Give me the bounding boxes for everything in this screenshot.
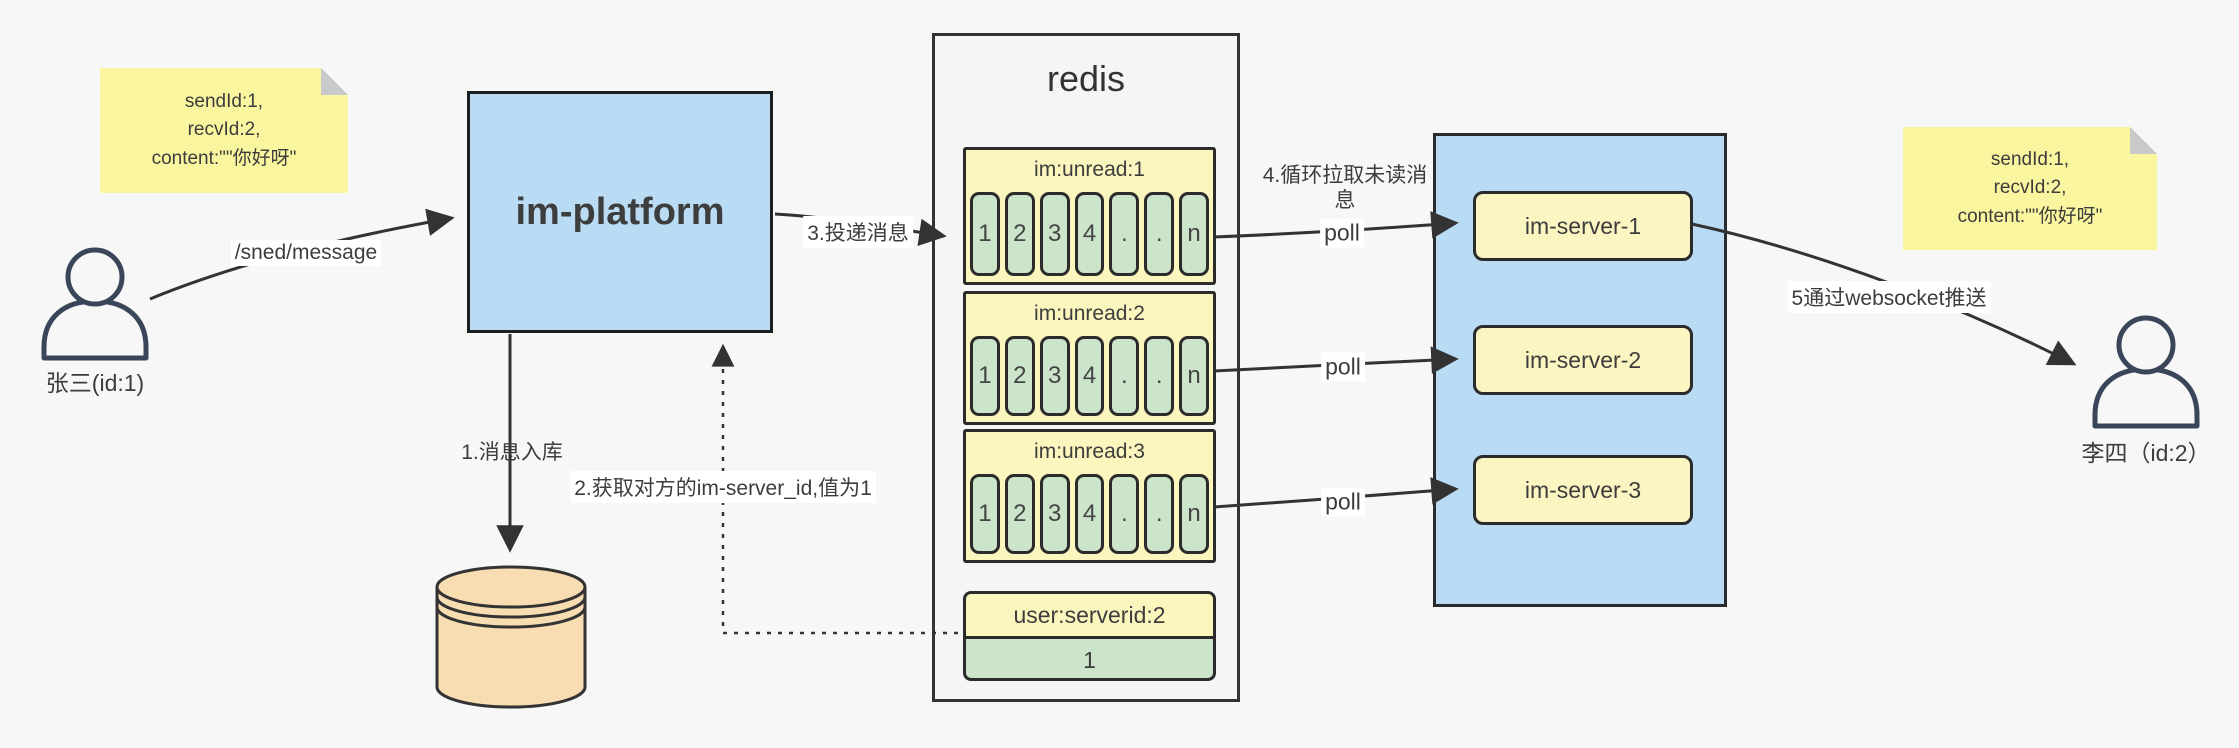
poll-label-2: poll (1321, 352, 1365, 382)
step5-label: 5通过websocket推送 (1787, 281, 1991, 313)
user-serverid-mapping: user:serverid:2 1 (963, 591, 1216, 681)
mapping-key: user:serverid:2 (966, 594, 1213, 639)
redis-title: redis (1046, 58, 1126, 99)
queue-cell: 3 (1039, 336, 1070, 416)
folded-corner-icon (321, 68, 348, 95)
note-line: sendId:1, (1990, 148, 2070, 170)
queue-cell: . (1109, 192, 1140, 276)
im-platform-box: im-platform (467, 91, 773, 333)
receiver-label: 李四（id:2） (2081, 440, 2211, 466)
queue-cell: 3 (1039, 192, 1070, 276)
queue-cell: . (1144, 192, 1175, 276)
queue-cell: n (1179, 192, 1210, 276)
poll-label-1: poll (1320, 218, 1364, 248)
queue-cell: 4 (1074, 192, 1105, 276)
sender-label: 张三(id:1) (45, 370, 145, 396)
note-line: content:""你好呀" (151, 147, 297, 169)
queue-header: im:unread:2 (1034, 302, 1145, 325)
queue-cell: 4 (1074, 336, 1105, 416)
user-icon (2092, 315, 2200, 429)
step1-label: 1.消息入库 (461, 441, 563, 464)
mapping-value: 1 (1083, 646, 1096, 673)
queue-cell: 2 (1004, 336, 1035, 416)
queue-cell: n (1179, 336, 1210, 416)
im-platform-label: im-platform (515, 190, 725, 233)
unread-queue-2: im:unread:2 1 2 3 4 . . n (963, 291, 1216, 425)
queue-cell: 2 (1004, 192, 1035, 276)
queue-header: im:unread:1 (1034, 158, 1145, 181)
step4-label: 4.循环拉取未读消息 (1262, 163, 1428, 212)
folded-corner-icon (2130, 127, 2157, 154)
im-server-3-box: im-server-3 (1473, 455, 1693, 525)
queue-cells: 1 2 3 4 . . n (970, 474, 1210, 554)
unread-queue-3: im:unread:3 1 2 3 4 . . n (963, 429, 1216, 563)
mysql-database-icon (435, 565, 587, 709)
step2-label: 2.获取对方的im-server_id,值为1 (570, 471, 876, 503)
queue-cell: 2 (1004, 474, 1035, 554)
queue-header: im:unread:3 (1034, 440, 1145, 463)
unread-queue-1: im:unread:1 1 2 3 4 . . n (963, 147, 1216, 285)
im-server-label: im-server-3 (1524, 476, 1642, 503)
queue-cell: 1 (970, 192, 1000, 276)
im-server-2-box: im-server-2 (1473, 325, 1693, 395)
queue-cell: 4 (1074, 474, 1105, 554)
im-server-cluster: im-server-1 im-server-2 im-server-3 (1433, 133, 1727, 607)
queue-cell: 1 (970, 474, 1000, 554)
send-message-edge-label: /sned/message (230, 240, 382, 266)
user-icon (41, 247, 149, 361)
im-server-label: im-server-1 (1524, 212, 1642, 239)
message-note-right: sendId:1, recvId:2, content:""你好呀" (1903, 127, 2157, 250)
note-line: recvId:2, (1993, 177, 2067, 199)
queue-cell: 1 (970, 336, 1000, 416)
poll-label-3: poll (1321, 487, 1365, 517)
queue-cell: . (1109, 336, 1140, 416)
queue-cell: 3 (1039, 474, 1070, 554)
note-line: recvId:2, (187, 119, 261, 141)
queue-cell: . (1144, 336, 1175, 416)
im-server-label: im-server-2 (1524, 346, 1642, 373)
queue-cells: 1 2 3 4 . . n (970, 192, 1210, 276)
queue-cell: n (1179, 474, 1210, 554)
note-line: content:""你好呀" (1957, 205, 2103, 227)
step3-label: 3.投递消息 (803, 216, 913, 248)
message-note-left: sendId:1, recvId:2, content:""你好呀" (100, 68, 348, 193)
queue-cell: . (1144, 474, 1175, 554)
queue-cells: 1 2 3 4 . . n (970, 336, 1210, 416)
note-line: sendId:1, (184, 90, 264, 112)
redis-container: redis im:unread:1 1 2 3 4 . . n im:unrea… (932, 33, 1240, 702)
queue-cell: . (1109, 474, 1140, 554)
im-server-1-box: im-server-1 (1473, 191, 1693, 261)
